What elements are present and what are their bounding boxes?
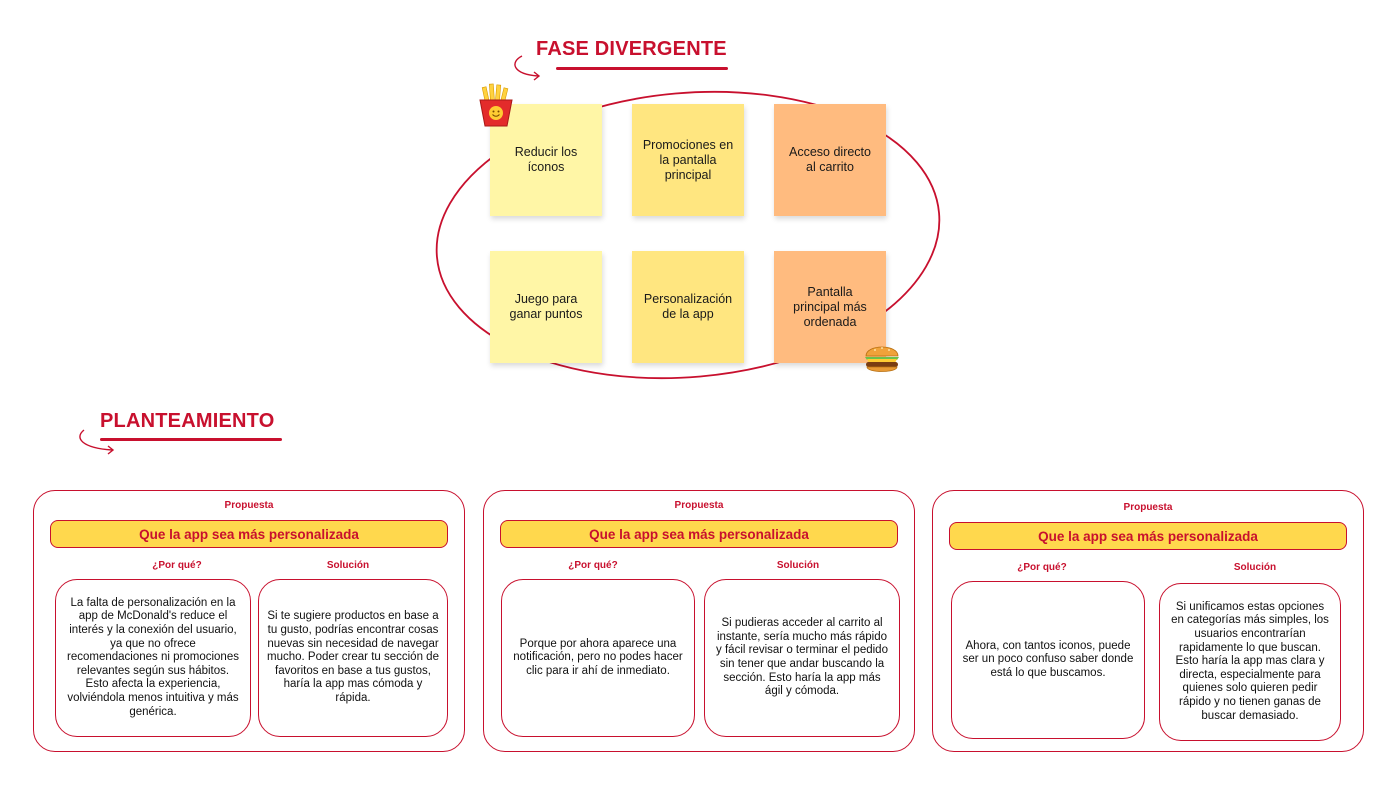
proposal-card-3: Propuesta Que la app sea más personaliza…	[932, 490, 1364, 752]
why-box: La falta de personalización en la app de…	[55, 579, 251, 737]
planteamiento-title-underline	[100, 438, 282, 441]
why-box: Ahora, con tantos iconos, puede ser un p…	[951, 581, 1145, 739]
fries-icon	[479, 83, 513, 127]
divergent-title-underline	[556, 67, 728, 70]
proposal-pill: Que la app sea más personalizada	[500, 520, 898, 548]
why-label: ¿Por qué?	[1017, 562, 1067, 573]
sticky-note-personalization: Personalización de la app	[632, 251, 744, 363]
burger-icon	[865, 346, 899, 372]
planteamiento-title: PLANTEAMIENTO	[100, 410, 275, 432]
proposal-label: Propuesta	[224, 500, 274, 511]
proposal-label: Propuesta	[1123, 502, 1173, 513]
sticky-note-reduce-icons: Reducir los íconos	[490, 104, 602, 216]
curved-arrow-icon	[514, 55, 541, 81]
sticky-note-points-game: Juego para ganar puntos	[490, 251, 602, 363]
solution-label: Solución	[1233, 562, 1277, 573]
proposal-card-1: Propuesta Que la app sea más personaliza…	[33, 490, 465, 752]
proposal-pill: Que la app sea más personalizada	[50, 520, 448, 548]
proposal-pill: Que la app sea más personalizada	[949, 522, 1347, 550]
solution-box: Si te sugiere productos en base a tu gus…	[258, 579, 448, 737]
divergent-ellipse	[435, 90, 941, 380]
sticky-note-ordered-screen: Pantalla principal más ordenada	[774, 251, 886, 363]
proposal-label: Propuesta	[674, 500, 724, 511]
solution-label: Solución	[776, 560, 820, 571]
divergent-phase-title: FASE DIVERGENTE	[536, 38, 727, 60]
solution-label: Solución	[326, 560, 370, 571]
why-label: ¿Por qué?	[568, 560, 618, 571]
sticky-note-promotions: Promociones en la pantalla principal	[632, 104, 744, 216]
solution-box: Si unificamos estas opciones en categorí…	[1159, 583, 1341, 741]
proposal-card-2: Propuesta Que la app sea más personaliza…	[483, 490, 915, 752]
sticky-note-cart-access: Acceso directo al carrito	[774, 104, 886, 216]
why-box: Porque por ahora aparece una notificació…	[501, 579, 695, 737]
why-label: ¿Por qué?	[152, 560, 202, 571]
curved-arrow-icon	[79, 429, 115, 455]
solution-box: Si pudieras acceder al carrito al instan…	[704, 579, 900, 737]
